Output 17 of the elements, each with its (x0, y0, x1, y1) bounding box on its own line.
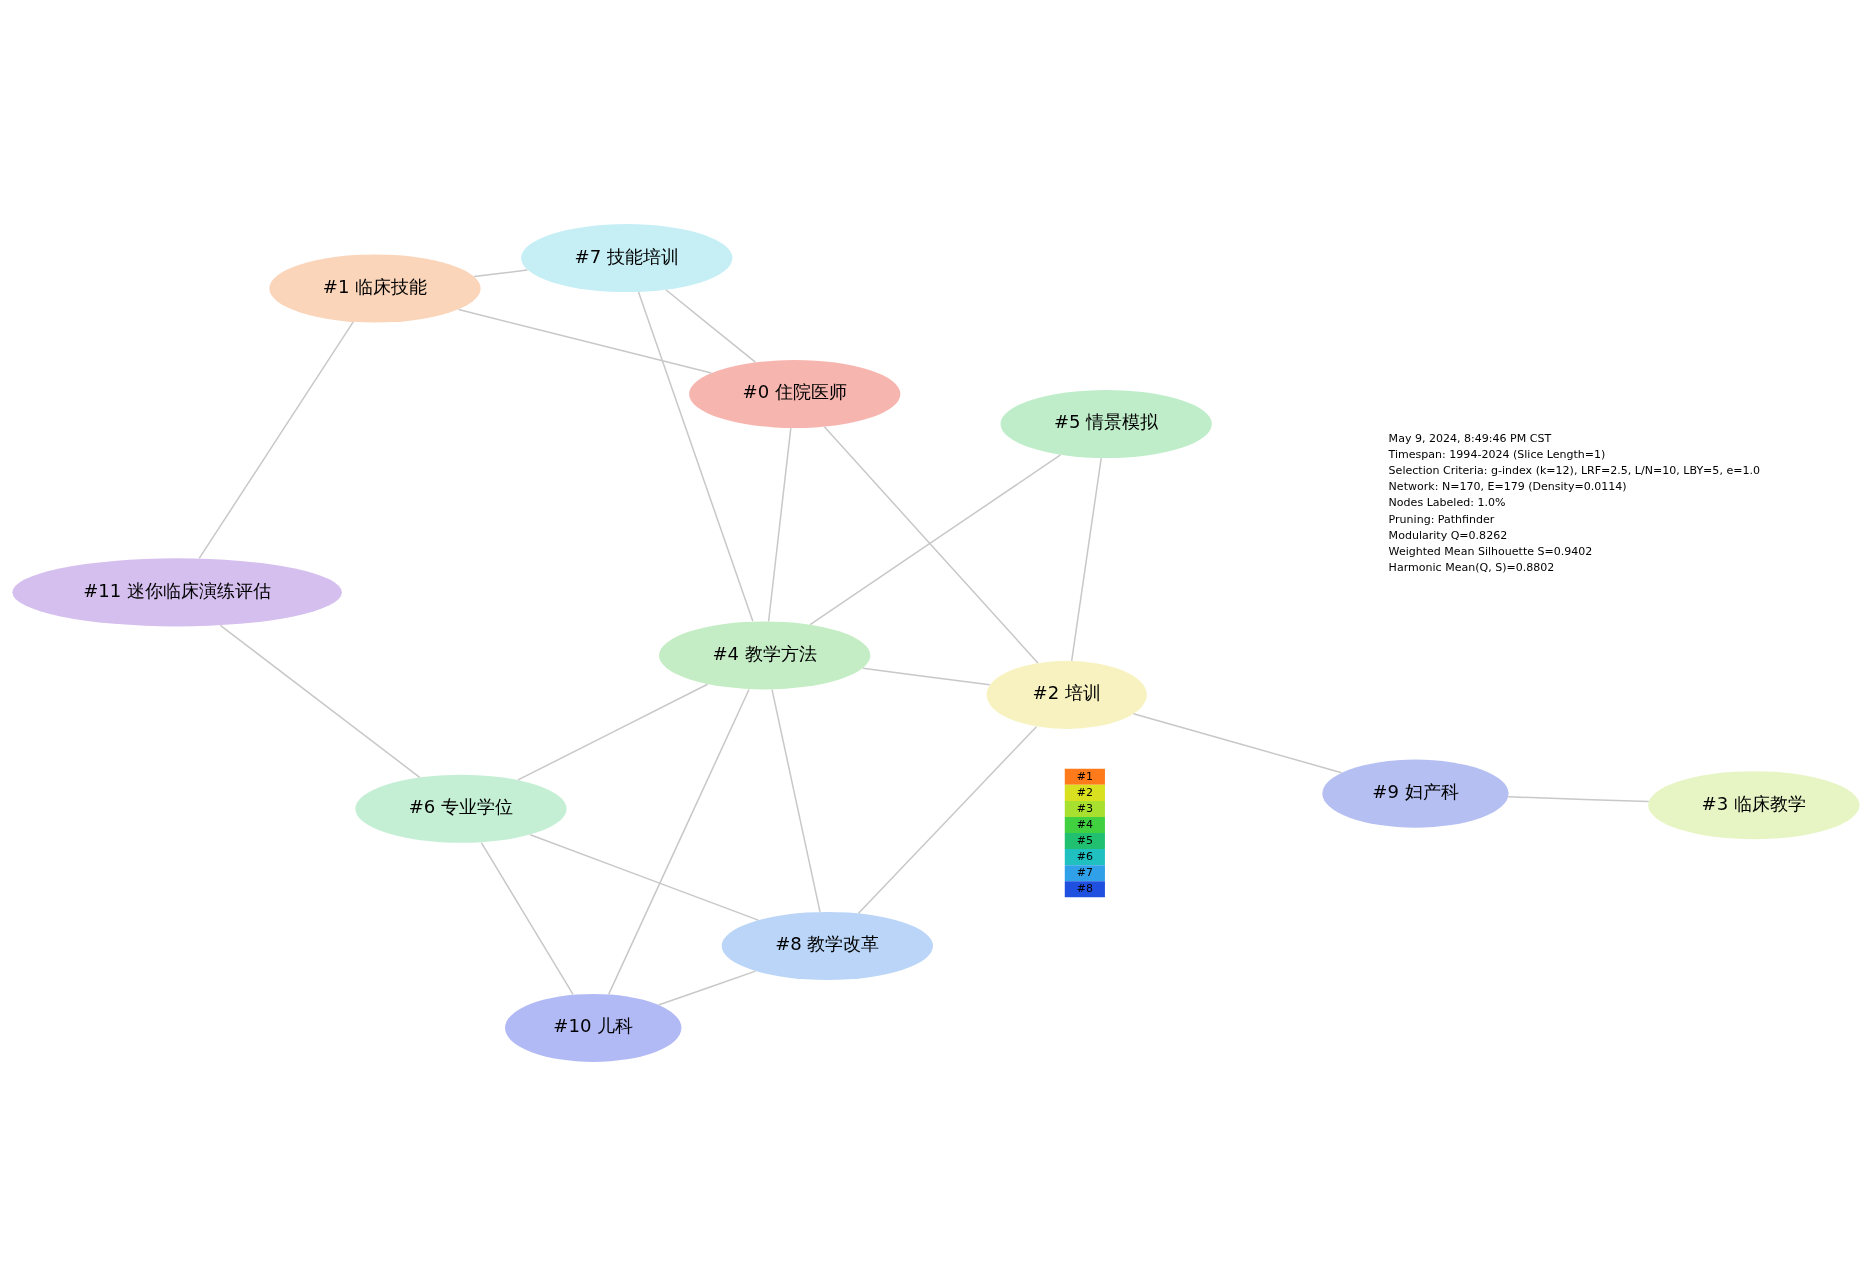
legend-label: #6 (1076, 849, 1094, 863)
label: May 9, 2024, 8:49:46 PM CST (1388, 431, 1552, 445)
label: Pruning: Pathfinder (1388, 512, 1495, 526)
label: Timespan: 1994-2024 (Slice Length=1) (1388, 447, 1606, 461)
label: Network: N=170, E=179 (Density=0.0114) (1388, 479, 1627, 493)
label: Harmonic Mean(Q, S)=0.8802 (1388, 560, 1555, 574)
legend-label: #3 (1076, 801, 1094, 815)
legend-label: #1 (1076, 769, 1094, 783)
legend-label: #8 (1076, 881, 1094, 895)
legend-label: #4 (1076, 817, 1094, 831)
legend-label: #2 (1076, 785, 1094, 799)
label: Nodes Labeled: 1.0% (1388, 495, 1506, 509)
label: Weighted Mean Silhouette S=0.9402 (1388, 544, 1593, 558)
label: Selection Criteria: g-index (k=12), LRF=2.5, L/N=10, LBY=5, e=1.0 (1388, 463, 1760, 477)
legend-label: #5 (1076, 833, 1094, 847)
legend-label: #7 (1076, 865, 1094, 879)
label: Modularity Q=0.8262 (1388, 528, 1508, 542)
